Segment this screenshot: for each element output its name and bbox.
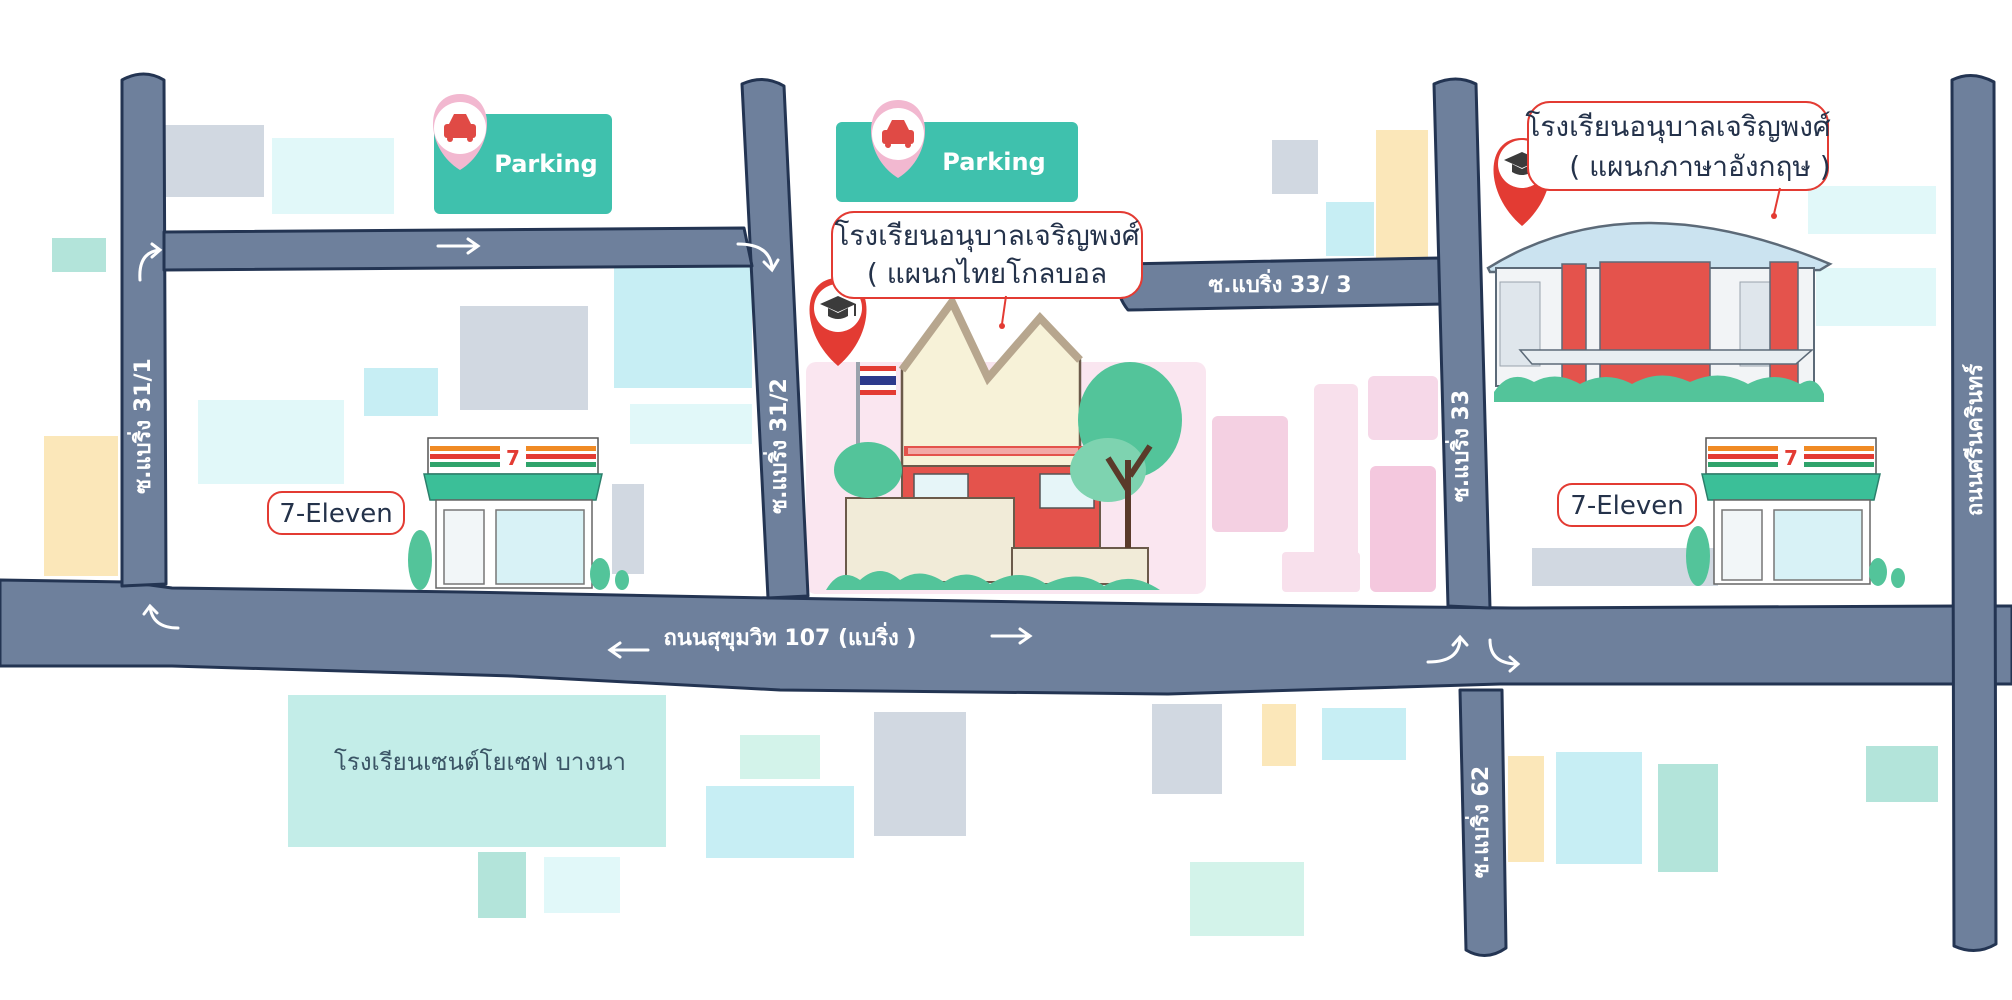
car-icon xyxy=(444,114,476,142)
car-icon xyxy=(882,120,914,148)
road-label-srinakarin: ถนนศรีนครินทร์ xyxy=(1962,364,1988,516)
school-name: โรงเรียนอนุบาลเจริญพงศ์ xyxy=(834,219,1140,253)
road-label-soi-31-2: ซ.แบริ่ง 31/2 xyxy=(762,378,792,514)
seven-eleven-store[interactable]: 7 xyxy=(1686,437,1905,588)
arrow-right-icon xyxy=(436,237,481,255)
arrow-turn-icon xyxy=(142,603,180,630)
arrow-turn-icon xyxy=(1488,638,1521,673)
parking-label: Parking xyxy=(942,148,1045,176)
arrow-turn-icon xyxy=(138,242,163,282)
arrow-left-icon xyxy=(607,641,650,659)
school-english-program-callout: โรงเรียนอนุบาลเจริญพงศ์ ( แผนกภาษาอังกฤษ… xyxy=(1525,101,1831,219)
school-english-program-building[interactable] xyxy=(1486,221,1833,402)
landmark-st-joseph-label: โรงเรียนเซนต์โยเซฟ บางนา xyxy=(334,748,626,776)
road-soi-31-1 xyxy=(120,72,168,588)
school-thai-global-callout: โรงเรียนอนุบาลเจริญพงศ์ ( แผนกไทยโกลบอล xyxy=(831,211,1143,329)
seven-eleven-logo: 7 xyxy=(1784,446,1798,470)
seven-eleven-store[interactable]: 7 xyxy=(408,437,629,590)
road-label-soi-33: ซ.แบริ่ง 33 xyxy=(1444,390,1474,502)
background-blocks xyxy=(44,125,1938,936)
road-label-soi-31-1: ซ.แบริ่ง 31/1 xyxy=(126,358,156,494)
arrow-turn-icon xyxy=(736,242,780,273)
seven-eleven-logo: 7 xyxy=(506,446,520,470)
road-soi-62 xyxy=(1458,688,1508,957)
parking-lot[interactable]: Parking xyxy=(836,100,1078,202)
road-soi-31-2 xyxy=(740,78,810,600)
arrow-turn-icon xyxy=(1426,634,1469,664)
thai-flag-icon xyxy=(860,366,896,395)
seven-eleven-label: 7-Eleven xyxy=(1557,483,1697,527)
arrow-right-icon xyxy=(990,627,1033,645)
school-thai-global-building[interactable] xyxy=(826,294,1182,590)
school-name: โรงเรียนอนุบาลเจริญพงศ์ xyxy=(1525,110,1831,144)
parking-label: Parking xyxy=(494,150,597,178)
road-label-sukhumvit: ถนนสุขุมวิท 107 (แบริ่ง ) xyxy=(664,621,917,652)
road-label-soi-62: ซ.แบริ่ง 62 xyxy=(1464,766,1494,878)
direction-arrows xyxy=(138,237,1521,673)
road-upper-connector xyxy=(162,226,754,272)
school-department: ( แผนกภาษาอังกฤษ ) xyxy=(1569,150,1830,183)
graduation-cap-icon xyxy=(820,296,856,319)
parking-lot[interactable]: Parking xyxy=(433,94,612,214)
road-srinakarin xyxy=(1950,74,1998,952)
road-label-soi-33-3: ซ.แบริ่ง 33/ 3 xyxy=(1208,268,1351,298)
road-soi-33 xyxy=(1432,77,1492,610)
school-department: ( แผนกไทยโกลบอล xyxy=(867,257,1107,290)
svg-text:7-Eleven: 7-Eleven xyxy=(279,499,392,529)
svg-text:7-Eleven: 7-Eleven xyxy=(1570,491,1683,521)
seven-eleven-label: 7-Eleven xyxy=(267,491,405,535)
